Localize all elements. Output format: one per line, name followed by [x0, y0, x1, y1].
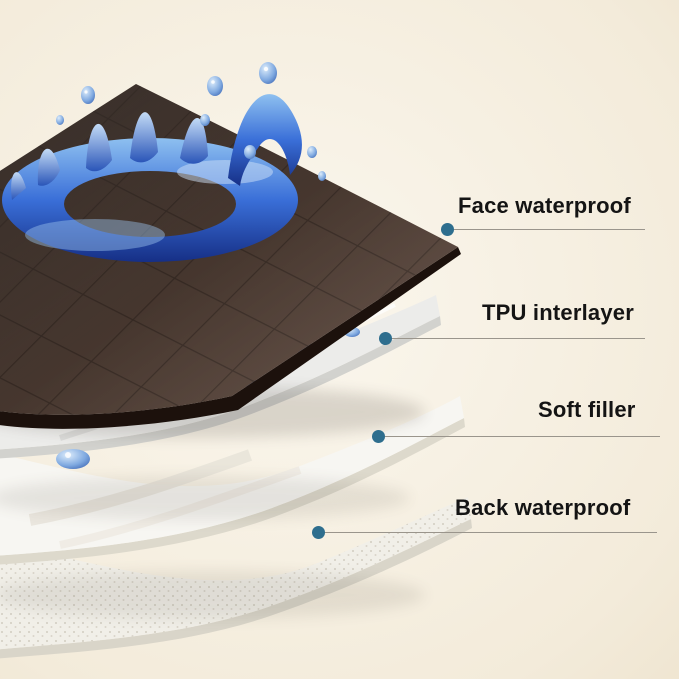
label-face-waterproof: Face waterproof: [458, 193, 631, 218]
water-droplet: [81, 86, 95, 104]
water-droplet: [207, 76, 223, 96]
leader-dot-back-waterproof: [312, 526, 325, 539]
splash-arc: [228, 94, 302, 186]
water-droplet: [244, 145, 256, 159]
leader-line-back-waterproof: [312, 532, 657, 533]
shadow-under-tpu: [0, 476, 410, 520]
water-droplet: [307, 146, 317, 158]
splash-spike: [86, 123, 112, 172]
water-droplet: [259, 62, 277, 84]
splash-spike: [180, 117, 208, 164]
face-waterproof-layer: [0, 84, 461, 429]
leader-line-tpu-interlayer: [379, 338, 645, 339]
flying-droplets: [56, 62, 326, 181]
water-droplet: [318, 171, 326, 181]
water-droplet: [56, 449, 90, 469]
shadow-under-soft-filler: [0, 571, 425, 619]
splash-spike: [37, 148, 60, 186]
label-soft-filler: Soft filler: [538, 397, 636, 422]
leader-line-face-waterproof: [441, 229, 645, 230]
label-tpu-interlayer: TPU interlayer: [482, 300, 634, 325]
splash-spike: [130, 112, 158, 163]
water-splash: [2, 62, 326, 262]
leader-dot-face-waterproof: [441, 223, 454, 236]
leader-dot-tpu-interlayer: [379, 332, 392, 345]
water-droplet: [56, 115, 64, 125]
water-droplet: [200, 114, 210, 126]
leader-dot-soft-filler: [372, 430, 385, 443]
splash-spike: [11, 172, 26, 200]
label-back-waterproof: Back waterproof: [455, 495, 631, 520]
leader-line-soft-filler: [372, 436, 660, 437]
